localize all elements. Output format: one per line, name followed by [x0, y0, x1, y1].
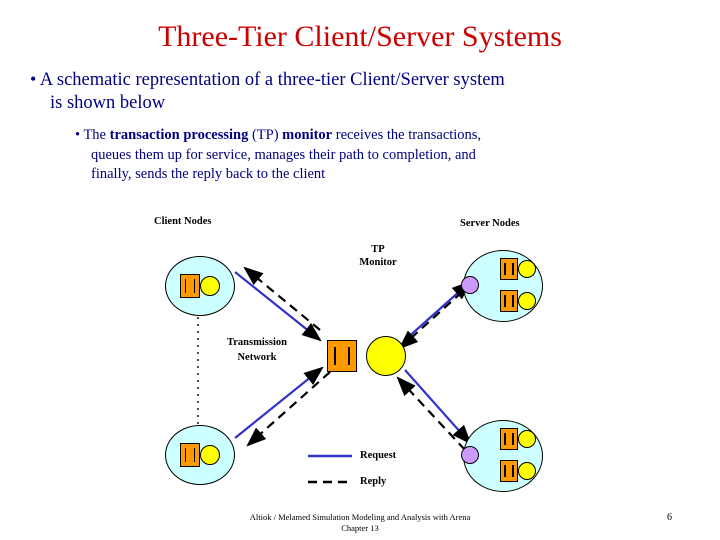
arrow-network-to-server-top	[404, 280, 472, 341]
server-top-disk-icon-2	[518, 292, 536, 310]
bullet-level-2-line-1-post: receives the transactions,	[332, 127, 482, 143]
bullet-level-1-line-1: A schematic representation of a three-ti…	[39, 70, 505, 90]
bullet-level-2-line-2: queues them up for service, manages thei…	[91, 146, 476, 163]
footer-line-2: Chapter 13	[341, 523, 379, 533]
label-tp-monitor-line-1: TP	[371, 244, 385, 255]
client-bottom-cpu-icon	[180, 443, 200, 467]
bullet-level-1-line-2: is shown below	[50, 93, 166, 113]
server-bottom-disk-icon-2	[518, 462, 536, 480]
label-request: Request	[360, 450, 397, 461]
label-network-line-1: Transmission	[227, 337, 287, 348]
client-top-disk-icon	[200, 276, 220, 296]
bullet-level-2-bold-2: monitor	[282, 127, 333, 143]
arrow-network-to-server-bottom	[404, 369, 472, 445]
arrow-network-to-client-bottom	[246, 371, 331, 447]
page-number: 6	[667, 512, 672, 523]
arrow-client-top-to-network	[234, 271, 322, 342]
arrow-client-bottom-to-network	[234, 366, 324, 439]
bullet-marker-2: •	[75, 127, 81, 143]
bullet-level-2-line-3: finally, sends the reply back to the cli…	[91, 166, 326, 182]
server-bottom-cpu-icon-2	[500, 460, 518, 482]
architecture-diagram: Client Nodes Server Nodes TP Monitor Tra…	[0, 200, 720, 500]
arrow-network-to-client-top	[243, 266, 321, 331]
client-bottom-disk-icon	[200, 445, 220, 465]
server-top-cpu-icon-2	[500, 290, 518, 312]
network-disk-icon	[366, 336, 406, 376]
server-top-disk-icon-1	[518, 260, 536, 278]
client-node-top	[165, 256, 235, 316]
network-cpu-icon	[327, 340, 357, 372]
label-server-nodes: Server Nodes	[460, 218, 520, 229]
bullet-level-2-bold-1: transaction processing	[109, 127, 249, 143]
arrow-server-bottom-to-network	[396, 376, 466, 451]
arrow-server-top-to-network	[398, 291, 463, 350]
label-tp-monitor-line-2: Monitor	[359, 257, 397, 268]
diagram-connectors	[197, 265, 500, 484]
footer: Altiok / Melamed Simulation Modeling and…	[0, 512, 720, 534]
label-network-line-2: Network	[237, 352, 277, 363]
label-client-nodes: Client Nodes	[154, 216, 212, 227]
server-bottom-disk-icon-1	[518, 430, 536, 448]
page-title: Three-Tier Client/Server Systems	[158, 20, 562, 53]
bullet-level-2: • The transaction processing (TP) monito…	[75, 126, 660, 185]
bullet-level-2-line-1-mid: (TP)	[248, 127, 283, 143]
server-top-cpu-icon-1	[500, 258, 518, 280]
bullet-marker: •	[30, 69, 37, 89]
bullet-level-1: • A schematic representation of a three-…	[30, 68, 695, 115]
bullet-level-2-line-1-pre: The	[83, 127, 110, 143]
label-reply: Reply	[360, 476, 387, 487]
server-top-tp-monitor-icon	[461, 276, 479, 294]
server-bottom-tp-monitor-icon	[461, 446, 479, 464]
server-bottom-cpu-icon-1	[500, 428, 518, 450]
client-top-cpu-icon	[180, 274, 200, 298]
footer-line-1: Altiok / Melamed Simulation Modeling and…	[249, 512, 471, 522]
